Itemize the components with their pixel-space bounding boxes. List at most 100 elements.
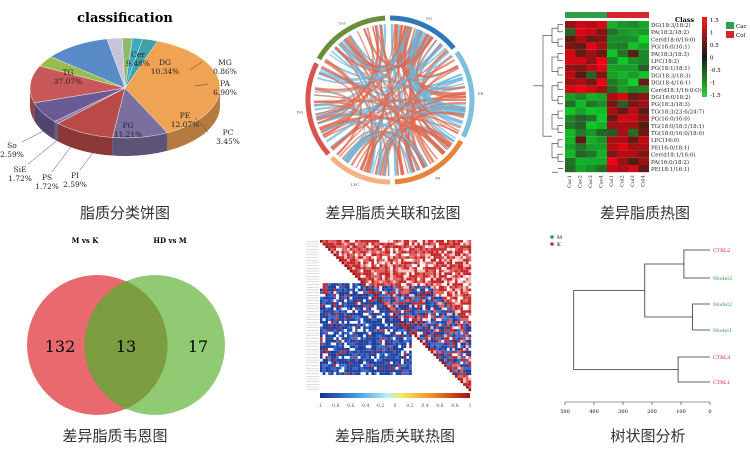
corr-cell <box>441 331 445 335</box>
heatmap-cell <box>565 114 576 122</box>
corr-cell <box>392 283 396 286</box>
corr-cell <box>363 331 366 335</box>
corr-cell <box>441 334 445 338</box>
corr-cell <box>355 366 358 370</box>
corr-cell <box>438 250 442 254</box>
corr-cell <box>441 288 445 292</box>
corr-cell <box>457 323 461 327</box>
corr-cell <box>457 253 461 257</box>
corr-cell <box>438 261 442 265</box>
corr-cell <box>449 258 453 262</box>
corr-cell <box>390 261 393 265</box>
corr-cell <box>441 361 445 365</box>
corr-cell <box>379 353 383 357</box>
heatmap-cell <box>607 71 618 79</box>
heatmap-cell <box>586 71 597 79</box>
corr-cell <box>325 321 329 324</box>
corr-cell <box>438 329 442 332</box>
corr-cell <box>352 294 356 297</box>
corr-cell <box>357 285 361 289</box>
corr-cell <box>352 353 356 357</box>
corr-cell <box>357 364 361 367</box>
corr-cell <box>352 240 356 243</box>
heatmap-cell <box>617 100 628 108</box>
corr-cell <box>371 299 374 303</box>
corr-cell <box>382 339 385 343</box>
corr-cell <box>355 261 358 265</box>
corr-cell <box>352 269 356 273</box>
corr-cell <box>465 315 469 319</box>
corr-cell <box>401 299 404 303</box>
corr-colorbar-tick: 0.2 <box>406 403 413 409</box>
pie-label-PE: PE <box>180 111 191 120</box>
heatmap-cell <box>628 21 639 29</box>
corr-cell <box>322 318 326 321</box>
corr-cell <box>414 245 418 249</box>
corr-cell <box>328 248 331 251</box>
corr-cell <box>433 250 437 254</box>
corr-cell <box>382 267 385 270</box>
corr-cell <box>463 353 466 357</box>
corr-cell <box>441 321 445 324</box>
corr-cell <box>460 267 464 270</box>
corr-cell <box>422 248 426 251</box>
corr-cell <box>436 267 439 270</box>
corr-cell <box>376 329 380 332</box>
pie-leader-line <box>189 61 203 71</box>
heatmap-col-label: Col1 <box>609 175 615 187</box>
corr-cell <box>371 364 374 367</box>
heatmap-color-scale <box>702 17 707 97</box>
heatmap-cell <box>638 129 649 137</box>
corr-cell <box>403 302 407 305</box>
corr-cell <box>390 275 393 278</box>
corr-cell <box>433 299 437 303</box>
corr-cell <box>352 318 356 321</box>
corr-cell <box>428 267 431 270</box>
corr-cell <box>401 253 404 257</box>
heatmap-col-label: Col3 <box>630 175 636 187</box>
corr-cell <box>446 348 450 351</box>
corr-cell <box>357 248 361 251</box>
corr-cell <box>430 285 434 289</box>
corr-cell <box>433 242 437 246</box>
corr-cell <box>449 356 453 359</box>
corr-cell <box>463 310 466 313</box>
corr-cell <box>325 364 329 367</box>
corr-cell <box>347 312 350 316</box>
corr-cell <box>379 253 383 257</box>
corr-cell <box>401 318 404 321</box>
corr-cell <box>344 326 347 330</box>
corr-cell <box>333 283 337 286</box>
corr-cell <box>409 242 412 246</box>
corr-cell <box>376 272 380 276</box>
corr-cell <box>441 356 445 359</box>
corr-cell <box>360 296 364 300</box>
corr-cell <box>352 272 356 276</box>
corr-cell <box>368 364 372 367</box>
corr-cell <box>333 318 337 321</box>
corr-cell <box>465 288 469 292</box>
corr-cell <box>468 377 472 381</box>
corr-cell <box>360 312 364 316</box>
corr-cell <box>441 315 445 319</box>
corr-cell <box>325 334 329 338</box>
corr-cell <box>452 280 455 284</box>
corr-cell <box>347 264 350 267</box>
corr-cell <box>395 307 399 311</box>
corr-cell <box>387 312 391 316</box>
heatmap-cell <box>607 100 618 108</box>
heatmap-cell <box>628 107 639 115</box>
corr-cell <box>411 264 415 267</box>
corr-cell <box>436 318 439 321</box>
corr-cell <box>325 291 329 294</box>
corr-cell <box>422 294 426 297</box>
corr-cell <box>452 310 455 313</box>
corr-cell <box>460 261 464 265</box>
corr-cell <box>384 366 388 370</box>
corr-cell <box>330 337 334 340</box>
corr-cell <box>411 242 415 246</box>
corr-cell <box>441 299 445 303</box>
corr-cell <box>465 375 469 378</box>
corr-cell <box>371 283 374 286</box>
